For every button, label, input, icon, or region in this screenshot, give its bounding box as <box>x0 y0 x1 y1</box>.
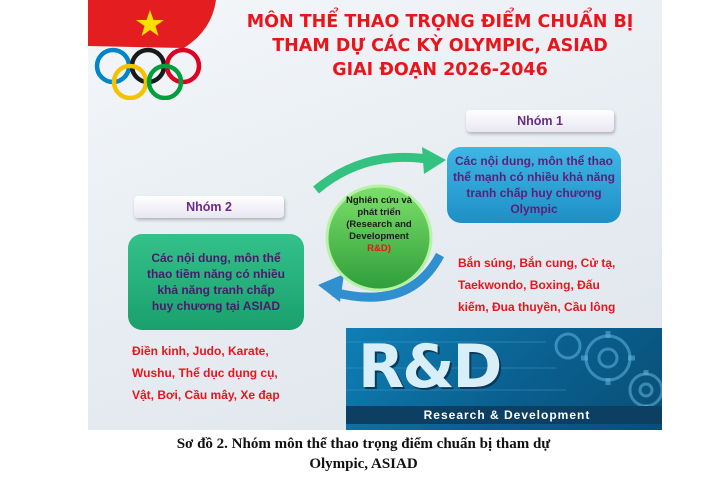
title-line-1: MÔN THỂ THAO TRỌNG ĐIỂM CHUẨN BỊ <box>246 12 634 32</box>
group-2-box-line-1: Các nội dung, môn thể <box>151 251 281 265</box>
rd-logo-text: R&D <box>358 332 502 402</box>
center-line-1: Nghiên cứu và <box>345 195 412 206</box>
group-1-box: Các nội dung, môn thể thao thể mạnh có n… <box>447 147 621 223</box>
infographic-poster: MÔN THỂ THAO TRỌNG ĐIỂM CHUẨN BỊ THAM DỰ… <box>88 0 662 430</box>
center-line-5: R&D) <box>367 243 391 254</box>
group-2-box-line-4: huy chương tại ASIAD <box>151 299 281 313</box>
caption-line-1: Sơ đồ 2. Nhóm môn thể thao trọng điểm ch… <box>176 436 551 452</box>
center-line-4: Development <box>349 231 409 242</box>
caption-line-2: Olympic, ASIAD <box>309 456 418 472</box>
center-line-2: phát triển <box>357 207 401 218</box>
center-rd-text: Nghiên cứu và phát triển (Research and D… <box>340 195 418 255</box>
bottom-cycle-arrow <box>331 252 444 302</box>
bottom-arrowhead-icon <box>318 274 344 302</box>
group-1-sports: Bắn súng, Bắn cung, Cử tạ, Taekwondo, Bo… <box>458 252 615 318</box>
title-line-3: GIAI ĐOẠN 2026-2046 <box>332 60 548 80</box>
gears-icon <box>346 331 662 410</box>
group-2-box-line-2: thao tiềm năng có nhiều <box>146 267 285 281</box>
group-2-sports-line-2: Wushu, Thể dục dụng cụ, <box>132 366 278 380</box>
group-1-sports-line-2: Taekwondo, Boxing, Đấu <box>458 278 600 292</box>
group-1-tag: Nhóm 1 <box>466 110 614 132</box>
group-1-sports-line-3: kiếm, Đua thuyền, Cầu lông <box>458 300 616 314</box>
rd-banner: R&D Research & Development <box>346 328 662 430</box>
flag-star-icon <box>136 10 164 36</box>
group-1-box-line-2: thể mạnh có nhiều khả năng <box>452 170 616 184</box>
group-1-sports-line-1: Bắn súng, Bắn cung, Cử tạ, <box>458 256 616 270</box>
top-cycle-arrow <box>313 152 434 194</box>
center-rd-circle <box>325 184 433 292</box>
group-2-box-line-3: khả năng tranh chấp <box>157 283 275 297</box>
group-2-tag: Nhóm 2 <box>134 196 284 218</box>
group-1-box-line-1: Các nội dung, môn thể thao <box>455 154 613 168</box>
top-arrowhead-icon <box>422 147 446 174</box>
poster-title: MÔN THỂ THAO TRỌNG ĐIỂM CHUẨN BỊ THAM DỰ… <box>230 10 650 82</box>
olympic-flag-emblem <box>88 0 216 100</box>
group-2-box: Các nội dung, môn thể thao tiềm năng có … <box>128 234 304 330</box>
title-line-2: THAM DỰ CÁC KỲ OLYMPIC, ASIAD <box>272 36 608 56</box>
group-2-sports-line-1: Điền kinh, Judo, Karate, <box>132 344 269 358</box>
figure-caption: Sơ đồ 2. Nhóm môn thể thao trọng điểm ch… <box>0 434 727 474</box>
group-1-box-line-4: Olympic <box>510 202 558 216</box>
center-line-3: (Research and <box>346 219 412 230</box>
group-2-sports-line-3: Vật, Bơi, Cầu mây, Xe đạp <box>132 388 280 402</box>
cycle-arrows <box>313 147 446 302</box>
group-2-sports: Điền kinh, Judo, Karate, Wushu, Thể dục … <box>132 340 280 406</box>
group-1-box-line-3: tranh chấp huy chương <box>466 186 602 200</box>
rd-band-text: Research & Development <box>346 406 662 424</box>
